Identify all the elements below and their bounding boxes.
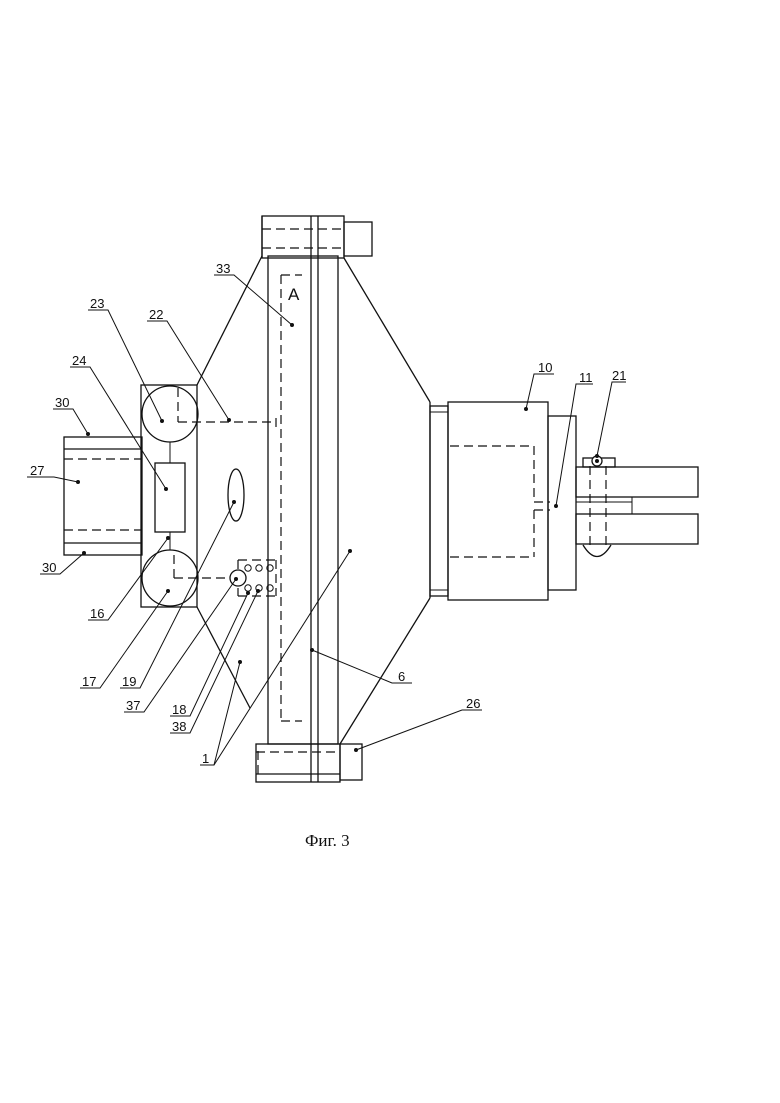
left-cylinder-27 [64, 437, 142, 555]
label-10: 10 [538, 360, 552, 375]
leader-lines [27, 275, 626, 765]
label-30-top: 30 [55, 395, 69, 410]
figure-caption: Фиг. 3 [305, 831, 350, 850]
label-26: 26 [466, 696, 480, 711]
label-27: 27 [30, 463, 44, 478]
right-shafts [576, 456, 698, 557]
label-23: 23 [90, 296, 104, 311]
label-17: 17 [82, 674, 96, 689]
right-cone [340, 258, 448, 744]
label-11: 11 [579, 370, 593, 385]
label-19: 19 [122, 674, 136, 689]
port-ellipse [228, 469, 244, 521]
label-21: 21 [612, 368, 626, 383]
label-37: 37 [126, 698, 140, 713]
label-33: 33 [216, 261, 230, 276]
label-6: 6 [398, 669, 405, 684]
label-18: 18 [172, 702, 186, 717]
label-38: 38 [172, 719, 186, 734]
label-1: 1 [202, 751, 209, 766]
section-mark-a: A [288, 285, 300, 304]
label-16: 16 [90, 606, 104, 621]
label-24: 24 [72, 353, 86, 368]
label-30-bottom: 30 [42, 560, 56, 575]
label-22: 22 [149, 307, 163, 322]
top-lug [344, 222, 372, 256]
reference-numerals: 33 22 23 24 30 27 30 16 17 19 37 18 38 1… [30, 261, 626, 766]
